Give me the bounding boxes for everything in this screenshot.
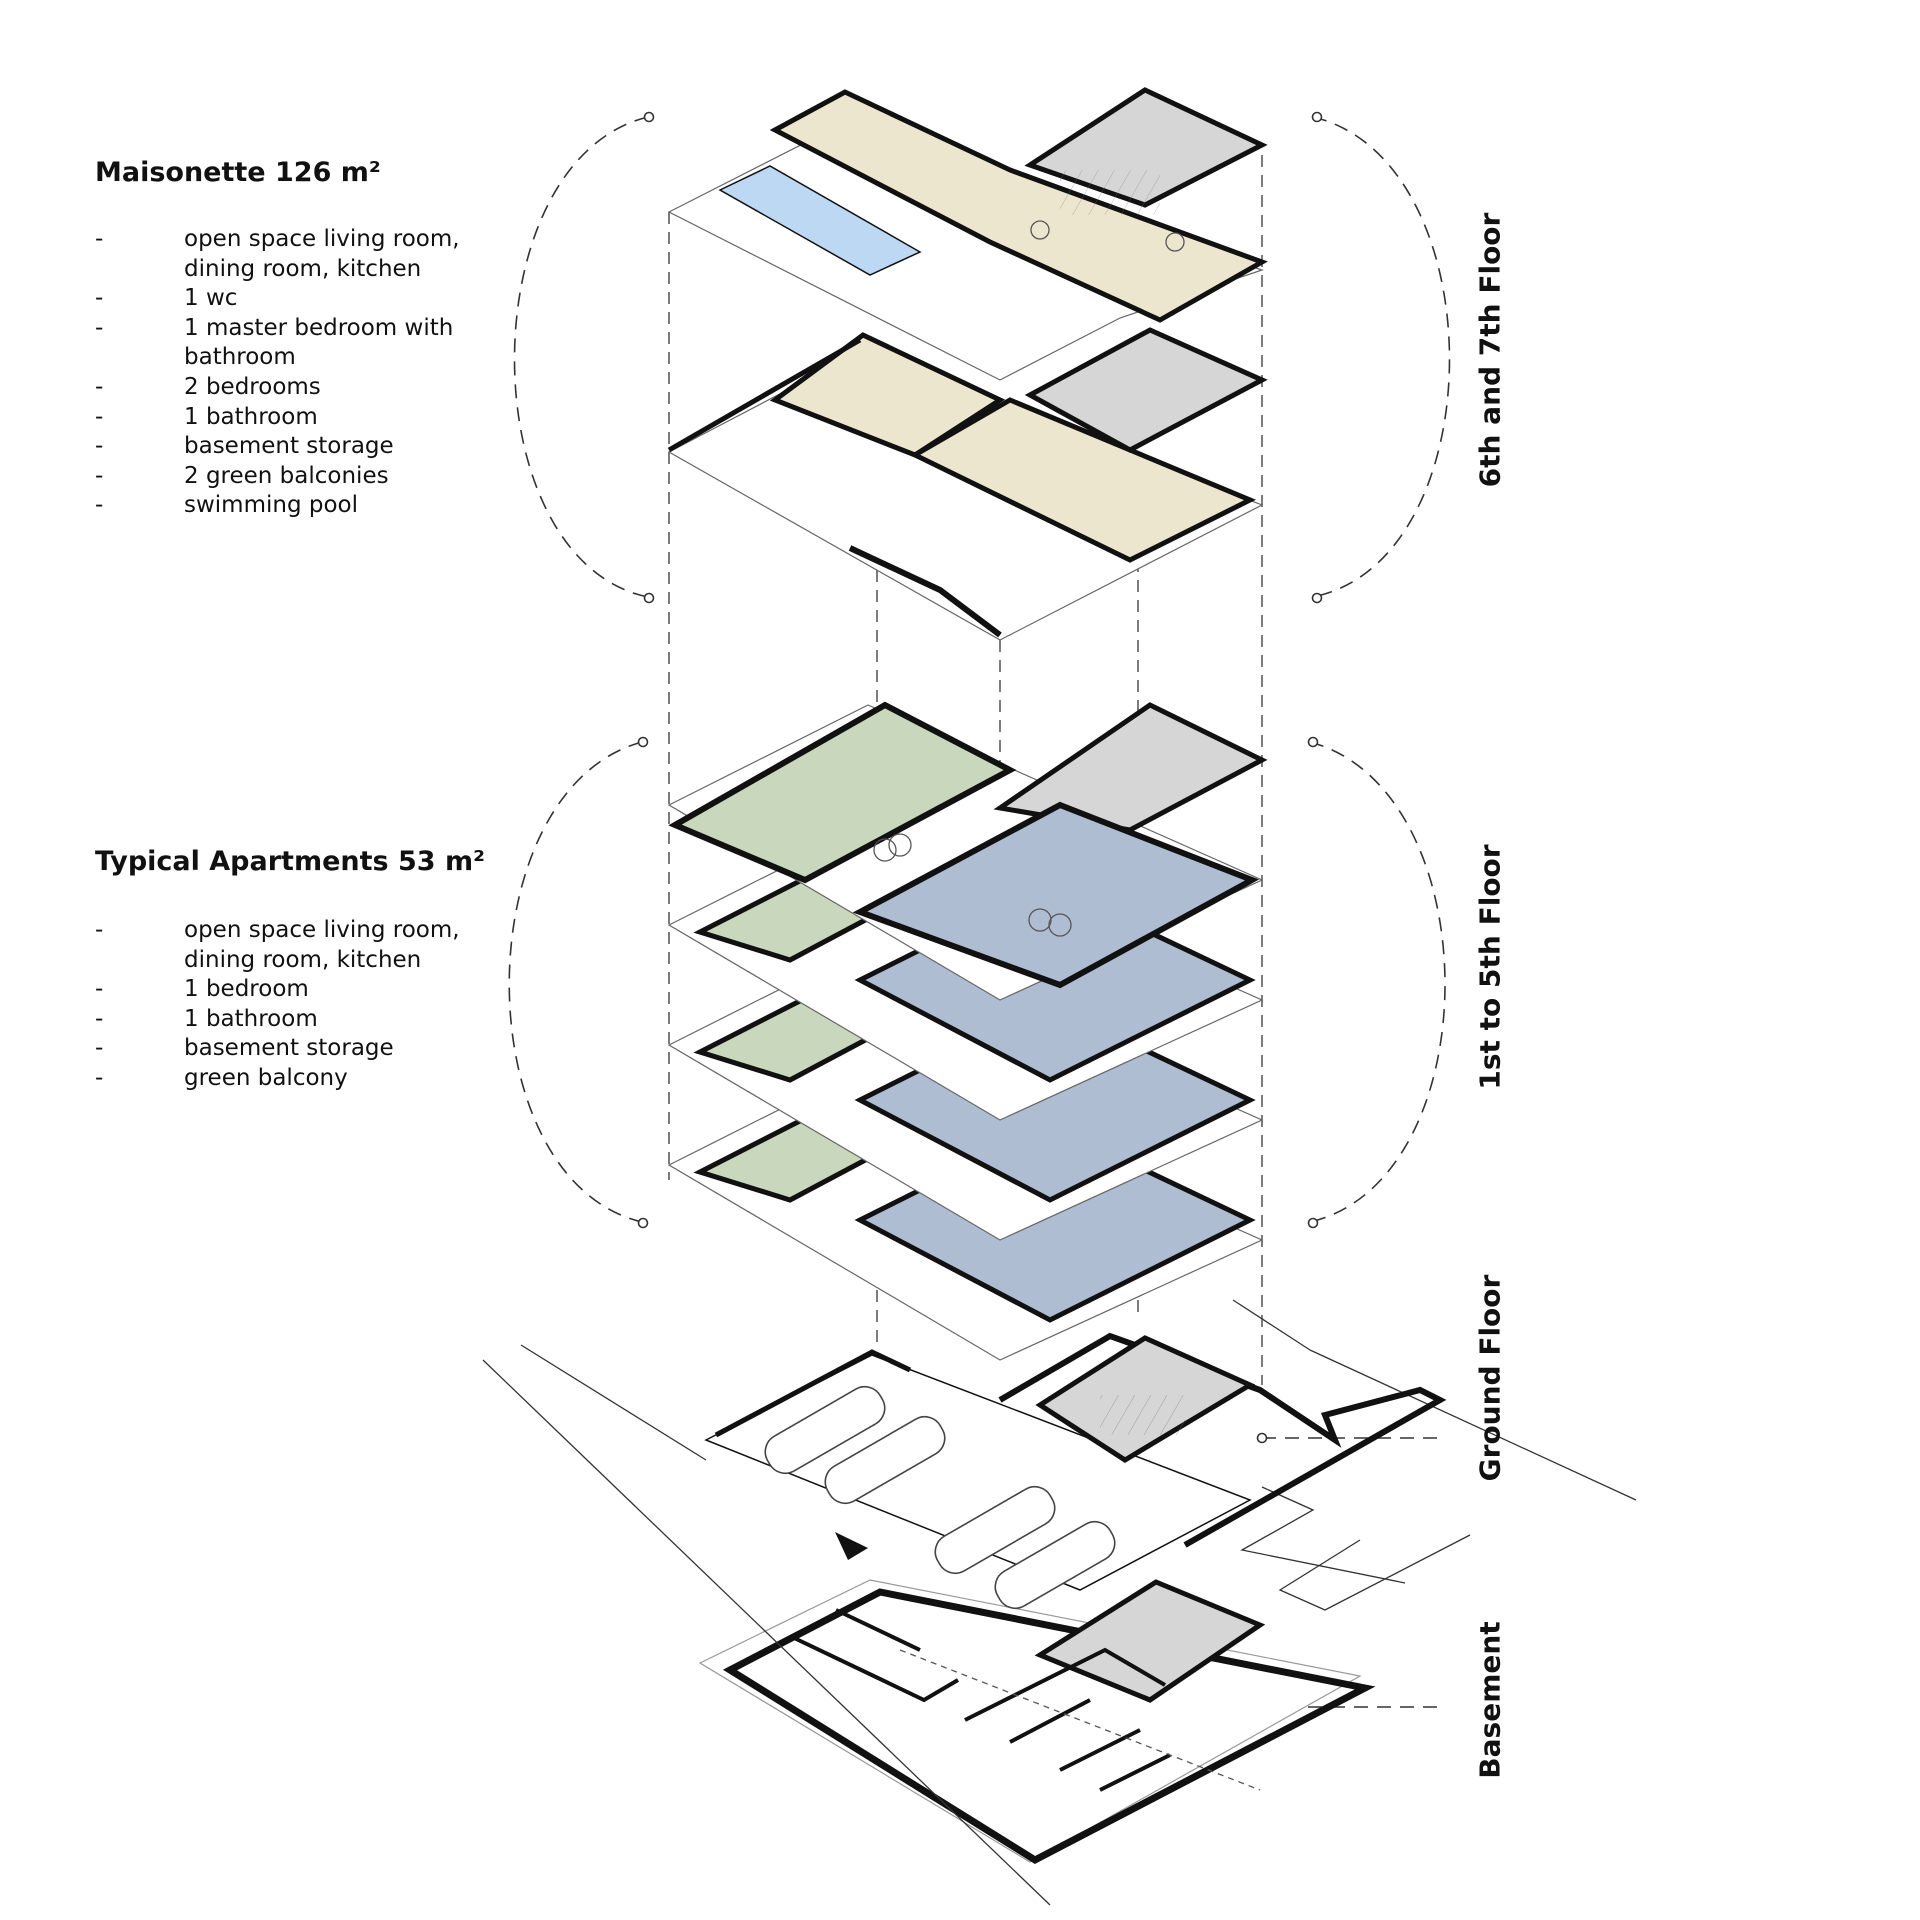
- list-item: -1 bathroom: [95, 1005, 318, 1032]
- bracket-left-middle: [508, 741, 643, 1223]
- floor-label-ground: Ground Floor: [1473, 1274, 1507, 1482]
- typical-floors: [667, 701, 1268, 1361]
- maisonette-upper-floor: [667, 87, 1268, 381]
- floor-label-1st-5th: 1st to 5th Floor: [1473, 844, 1507, 1090]
- typical-core: [993, 702, 1268, 833]
- basement-core: [1034, 1579, 1266, 1703]
- list-item: -green balcony: [95, 1064, 348, 1091]
- list-item: -1 bathroom: [95, 403, 318, 430]
- list-item: -2 green balconies: [95, 462, 389, 489]
- maisonette-feature-list: -open space living room, dining room, ki…: [95, 225, 514, 521]
- list-item: -1 master bedroom with bathroom: [95, 314, 454, 371]
- list-item: -2 bedrooms: [95, 373, 321, 400]
- entry-arrow: [835, 1532, 868, 1560]
- maisonette-floors: [667, 87, 1268, 641]
- maisonette-lower-floor: [667, 327, 1268, 641]
- typical-floor-1: [667, 701, 1268, 1001]
- typical-apartments-feature-list: -open space living room, dining room, ki…: [95, 916, 514, 1094]
- list-item: -1 wc: [95, 285, 238, 312]
- bracket-right-top: [1312, 116, 1451, 598]
- list-item: -open space living room, dining room, ki…: [95, 917, 460, 973]
- floor-brackets: [508, 116, 1451, 1708]
- floor-label-6th-7th: 6th and 7th Floor: [1473, 212, 1507, 488]
- bracket-left-top: [513, 116, 649, 598]
- list-item: -basement storage: [95, 433, 394, 460]
- list-item: -basement storage: [95, 1035, 394, 1062]
- list-item: -1 bedroom: [95, 976, 309, 1003]
- maisonette-title: Maisonette 126 m²: [95, 157, 381, 188]
- floor-label-basement: Basement: [1473, 1621, 1507, 1779]
- typical-apartments-title: Typical Apartments 53 m²: [95, 846, 485, 877]
- list-item: -swimming pool: [95, 492, 359, 519]
- list-item: -open space living room, dining room, ki…: [95, 226, 460, 282]
- parked-cars: [764, 1385, 1116, 1610]
- swimming-pool: [718, 165, 922, 276]
- bracket-right-middle: [1309, 741, 1446, 1223]
- maisonette-lower-core: [1024, 327, 1268, 453]
- ground-floor-plan: [482, 1299, 1637, 1906]
